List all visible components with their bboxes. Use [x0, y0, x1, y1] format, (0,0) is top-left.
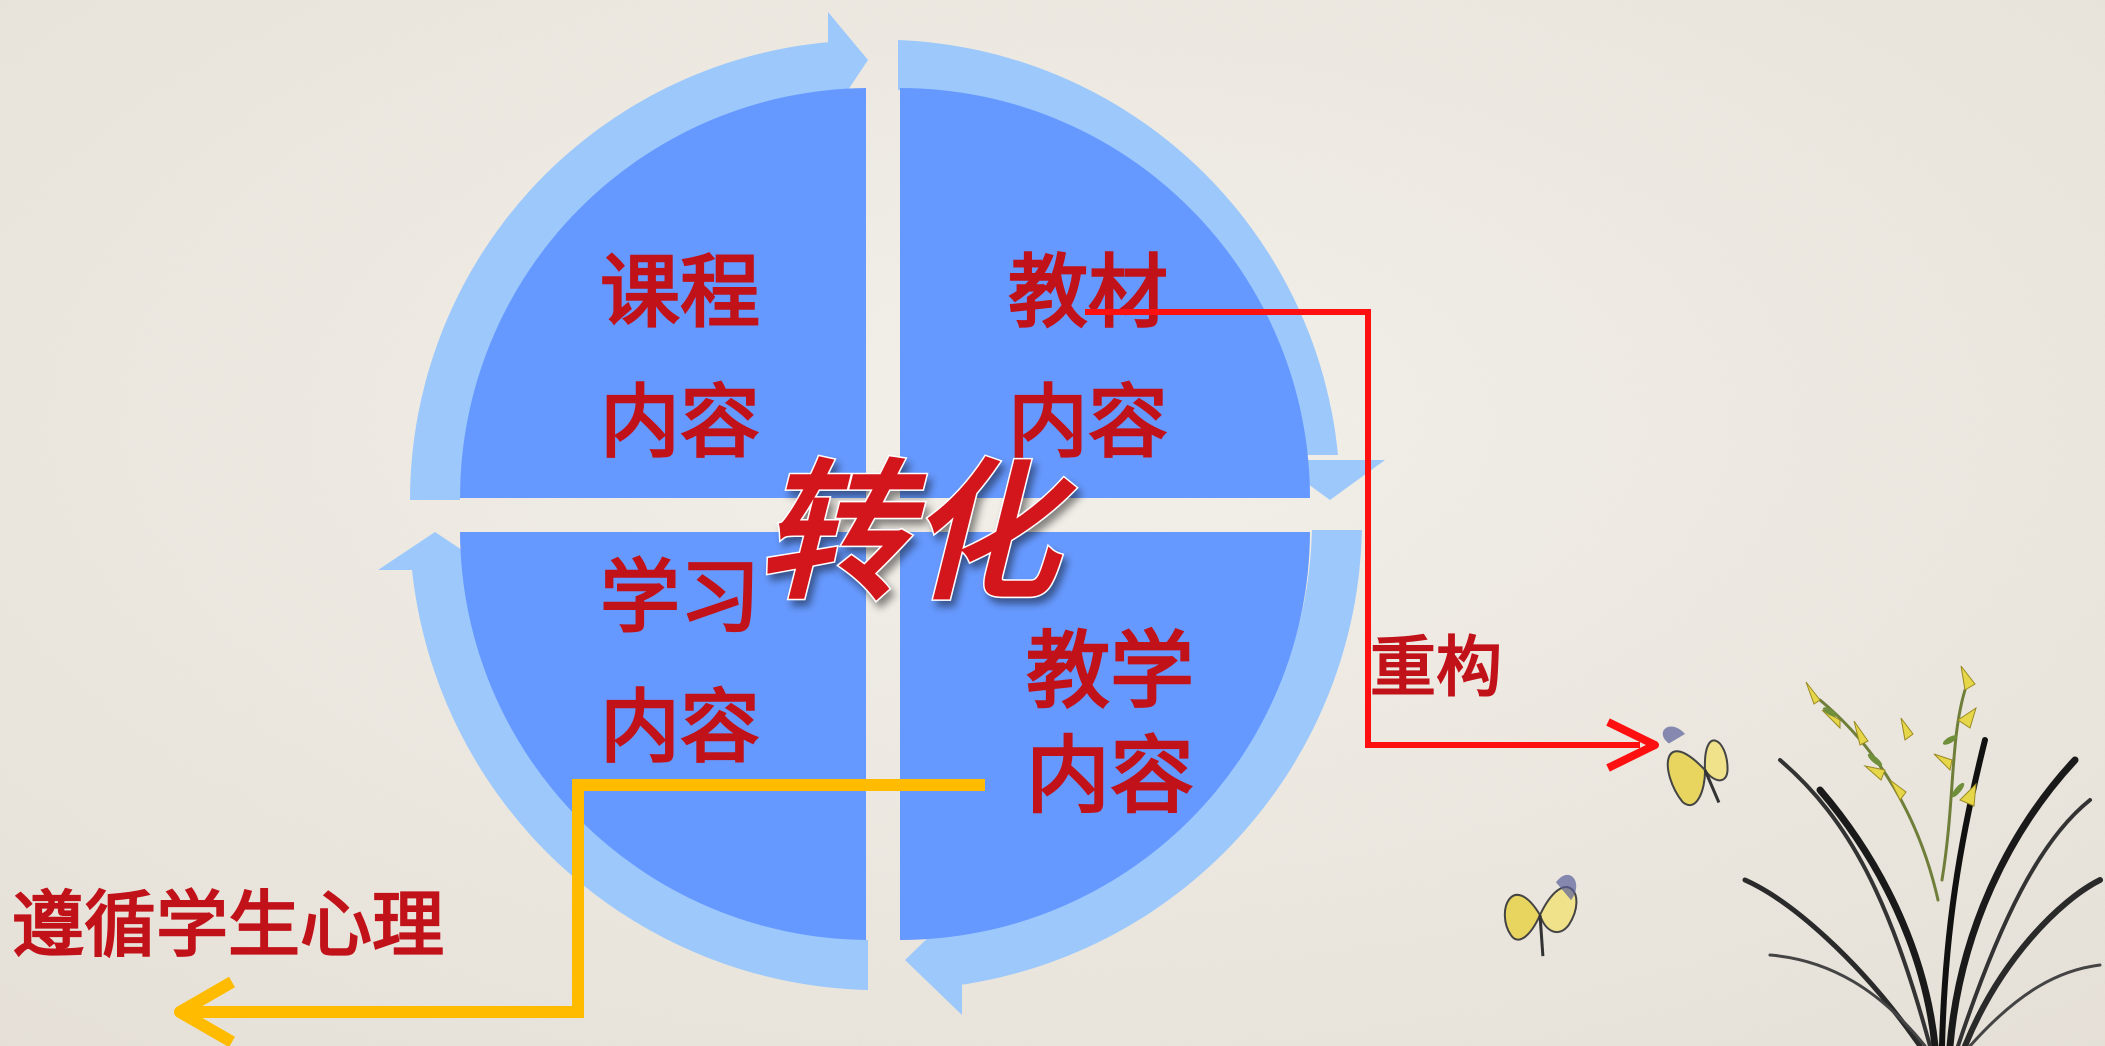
quadrant-top-left-line1: 课程 — [600, 246, 760, 339]
quadrant-top-left — [459, 88, 866, 498]
orchid-plant-icon — [1742, 665, 2103, 1046]
quadrant-bottom-left-line2: 内容 — [600, 681, 760, 774]
quadrant-top-right-line2: 内容 — [1008, 376, 1168, 469]
quadrant-bottom-right — [900, 532, 1310, 940]
quadrant-bottom-left-line1: 学习 — [600, 551, 760, 644]
ring-segment-top-left — [410, 42, 830, 500]
quadrant-bottom-right-line1: 教学 — [1026, 622, 1194, 720]
left-arrow-label: 遵循学生心理 — [12, 883, 444, 967]
center-label: 转化 — [758, 445, 1077, 621]
quadrant-bottom-left — [460, 532, 866, 940]
quadrant-bottom-right-line2: 内容 — [1026, 727, 1194, 825]
ring-segment-bottom-left — [412, 570, 868, 990]
red-arrow — [1085, 309, 1640, 748]
inner-quadrants — [459, 88, 1310, 940]
quadrant-top-left-line2: 内容 — [600, 376, 760, 469]
red-arrowhead — [1606, 718, 1659, 772]
yellow-arrowhead — [174, 976, 235, 1046]
butterfly-icon — [1503, 874, 1578, 957]
quadrant-top-right-line1: 教材 — [1008, 246, 1168, 339]
ring-segment-bottom-right — [960, 530, 1362, 985]
quadrant-top-right — [900, 88, 1310, 498]
yellow-arrow — [188, 779, 985, 1018]
right-arrow-label: 重构 — [1370, 629, 1502, 706]
butterfly-icon — [1662, 726, 1729, 806]
